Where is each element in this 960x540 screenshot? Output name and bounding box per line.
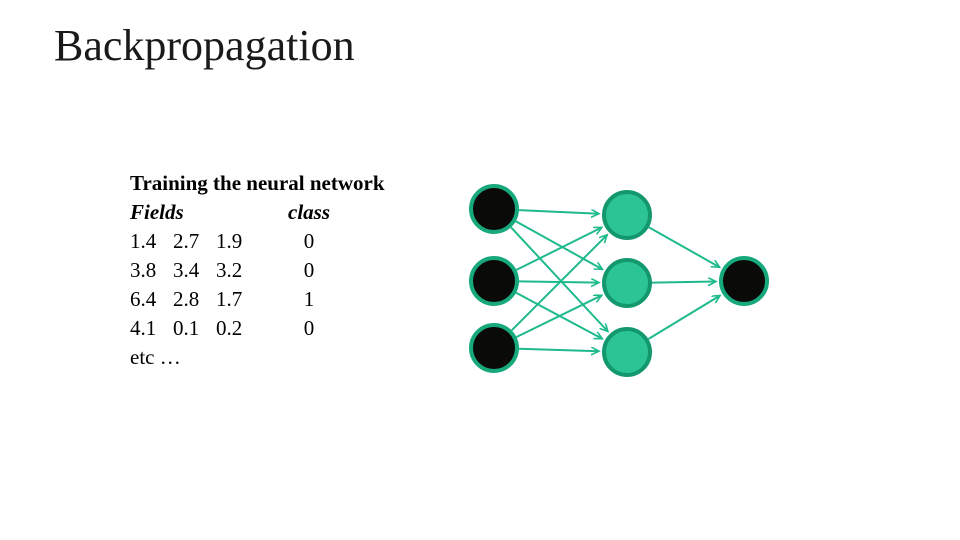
field-value: 0.2 <box>216 316 243 340</box>
field-value: 1.7 <box>216 287 243 311</box>
table-row: 1.4 2.7 1.9 0 <box>130 227 385 256</box>
input-node <box>469 256 519 306</box>
slide-title: Backpropagation <box>54 21 355 70</box>
class-column-label: class <box>288 200 330 224</box>
hidden-node <box>602 190 652 240</box>
field-value: 1.9 <box>216 229 243 253</box>
class-value: 0 <box>303 229 315 253</box>
hidden-node <box>602 327 652 377</box>
connection-arrow <box>518 209 599 214</box>
field-value: 2.8 <box>173 287 200 311</box>
panel-heading: Training the neural network <box>130 171 385 195</box>
connection-arrow <box>518 349 599 351</box>
class-value: 1 <box>303 287 315 311</box>
field-value: 4.1 <box>130 316 157 340</box>
table-row: 4.1 0.1 0.2 0 <box>130 314 385 343</box>
field-value: 6.4 <box>130 287 157 311</box>
neural-network-diagram <box>469 184 769 377</box>
hidden-node <box>602 258 652 308</box>
fields-column-label: Fields <box>130 200 184 224</box>
class-value: 0 <box>303 258 315 282</box>
table-row: 6.4 2.8 1.7 1 <box>130 285 385 314</box>
field-value: 2.7 <box>173 229 200 253</box>
input-node <box>469 184 519 234</box>
input-node <box>469 323 519 373</box>
connection-arrow <box>648 226 720 267</box>
connection-arrow <box>651 282 716 283</box>
field-value: 3.8 <box>130 258 157 282</box>
connection-arrow <box>515 220 603 271</box>
field-value: 0.1 <box>173 316 200 340</box>
connection-arrow <box>510 226 608 331</box>
table-row: 3.8 3.4 3.2 0 <box>130 256 385 285</box>
field-value: 3.2 <box>216 258 243 282</box>
field-value: 3.4 <box>173 258 200 282</box>
connection-arrow <box>515 226 602 271</box>
connection-arrow <box>510 235 608 332</box>
field-value: 1.4 <box>130 229 157 253</box>
connection-arrow <box>516 294 602 338</box>
class-value: 0 <box>303 316 315 340</box>
etc-label: etc … <box>130 345 181 369</box>
connection-arrow <box>647 296 720 340</box>
table-header-row: Fields class <box>130 198 385 227</box>
output-node <box>719 256 769 306</box>
